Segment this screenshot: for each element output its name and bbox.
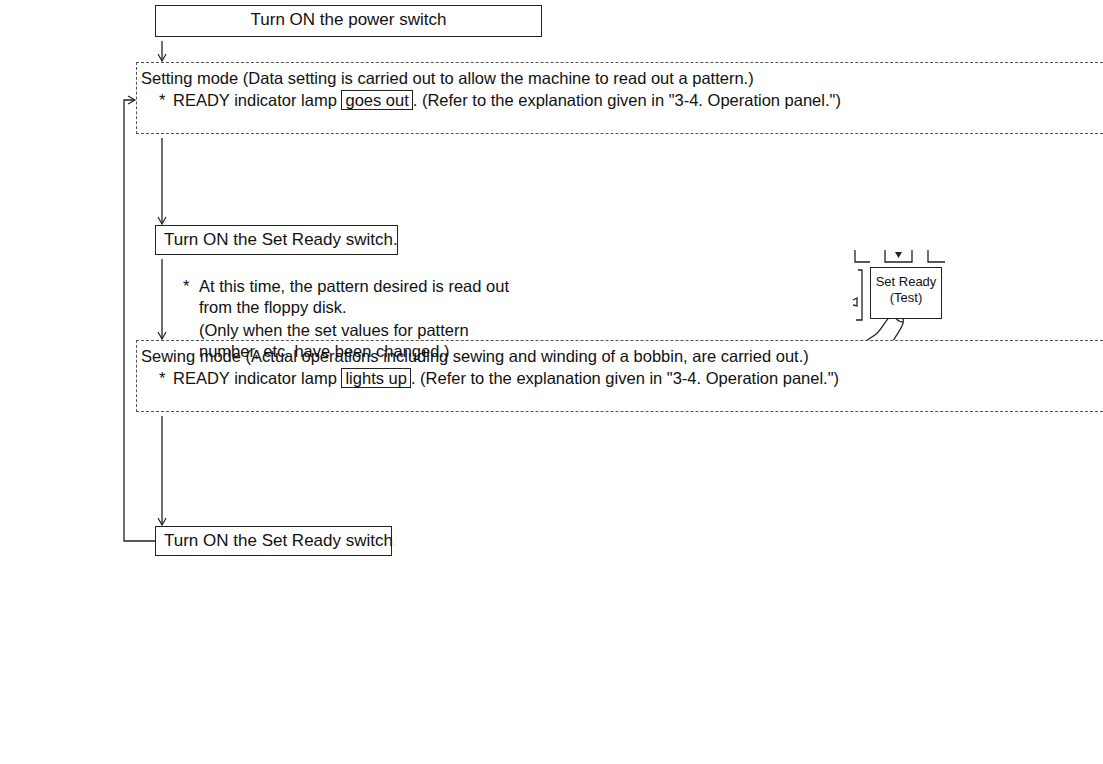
flow-arrow: [161, 41, 162, 61]
highlight-word: goes out: [341, 90, 412, 110]
note-text: At this time, the pattern desired is rea…: [199, 276, 523, 318]
panel-mark: [853, 298, 857, 306]
note-column: At this time, the pattern desired is rea…: [199, 276, 523, 362]
box-label: Set Ready (Test): [875, 274, 937, 306]
box-label: Turn ON the Set Ready switch: [164, 531, 383, 551]
process-box: Turn ON the power switch: [155, 5, 542, 37]
asterisk: *: [159, 89, 173, 111]
key-triangle: [895, 252, 902, 258]
note-text: (Only when the set values for pattern nu…: [199, 320, 523, 362]
note-text: READY indicator lamp: [173, 369, 337, 387]
process-box: Turn ON the Set Ready switch: [155, 526, 392, 556]
panel-key: [885, 250, 912, 262]
mode-panel: Setting mode (Data setting is carried ou…: [136, 62, 1103, 134]
mode-heading: Setting mode (Data setting is carried ou…: [141, 67, 1097, 89]
flow-arrow: [124, 100, 155, 541]
panel-key-edge: [855, 250, 870, 262]
box-label: Turn ON the power switch: [164, 10, 533, 30]
flow-arrow: [161, 416, 162, 525]
note-text: READY indicator lamp: [173, 91, 337, 109]
note-text: . (Refer to the explanation given in "3-…: [413, 91, 841, 109]
mode-note: *READY indicator lamp goes out. (Refer t…: [141, 89, 1097, 111]
note-text: . (Refer to the explanation given in "3-…: [411, 369, 839, 387]
mode-note: *READY indicator lamp lights up. (Refer …: [141, 367, 1097, 389]
flow-arrow: [161, 138, 162, 224]
process-box: Turn ON the Set Ready switch.: [155, 225, 398, 255]
panel-bracket: [856, 270, 862, 320]
flow-arrow: [161, 259, 162, 339]
button-key: Set Ready (Test): [870, 267, 942, 319]
step-note: *At this time, the pattern desired is re…: [183, 276, 523, 362]
panel-key-edge: [928, 250, 945, 262]
box-label: Turn ON the Set Ready switch.: [164, 230, 389, 250]
asterisk: *: [183, 276, 199, 362]
highlight-word: lights up: [341, 368, 410, 388]
asterisk: *: [159, 367, 173, 389]
